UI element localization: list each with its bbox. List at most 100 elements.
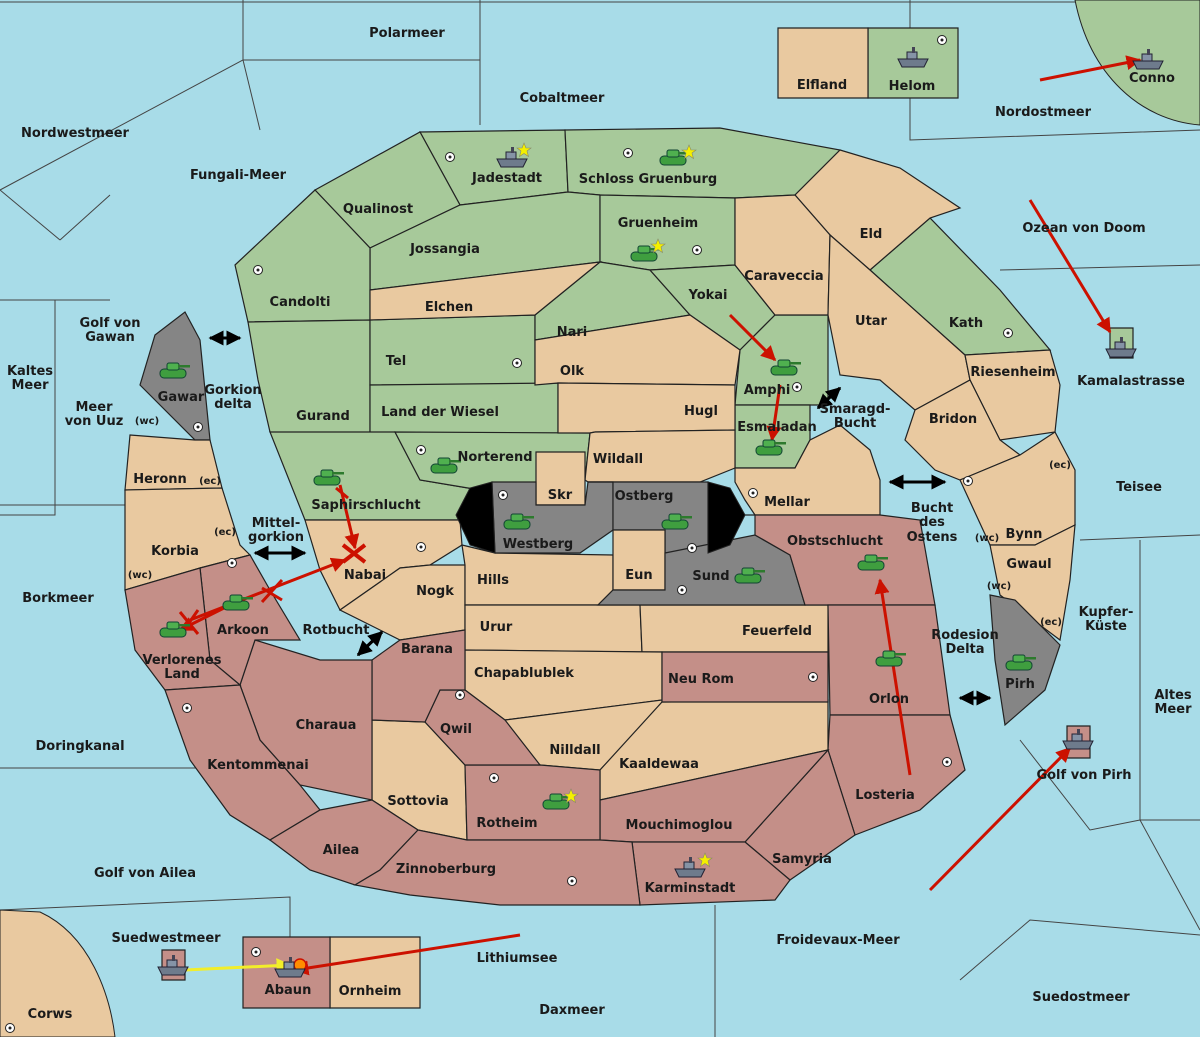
province-label: Abaun [265,983,312,998]
province-gwaul[interactable] [989,523,1076,642]
coast-tag-wc: (wc) [975,533,999,544]
sea-label: delta [214,397,252,412]
province-label: Norterend [457,450,532,465]
province-label: Skr [548,488,573,503]
sea-label: Nordwestmeer [21,126,129,141]
province-label: Olk [560,364,585,379]
province-label: Feuerfeld [742,624,812,639]
province-label: Saphirschlucht [311,498,420,513]
province-label: Barana [401,642,453,657]
sea-label: Meer [12,378,50,393]
province-label: Eld [860,227,883,242]
province-label: Charaua [296,718,357,733]
province-label: Amphi [744,383,791,398]
coast-tag-wc: (wc) [128,570,152,581]
sea-label: Ostens [907,530,958,545]
province-neu-rom[interactable] [661,651,829,703]
sea-label: Kamalastrasse [1077,374,1185,389]
province-label: Bridon [929,412,977,427]
province-label: Wildall [593,452,643,467]
sea-label: Borkmeer [22,591,94,606]
province-label: Gwaul [1006,557,1051,572]
province-label: Nogk [416,584,454,599]
sea-label: des [919,515,945,530]
sea-label: Golf von Pirh [1036,768,1131,783]
province-heronn[interactable] [124,434,223,491]
sea-label: Fungali-Meer [190,168,287,183]
province-label: Sottovia [387,794,448,809]
province-label: Losteria [855,788,915,803]
province-labels: Elfland Helom Jadestadt Schloss Gruenbur… [133,78,1055,999]
province-label: Caraveccia [744,269,823,284]
province-label: Zinnoberburg [396,862,496,877]
province-label: Hugl [684,404,718,419]
province-label: Land [164,667,200,682]
sea-label: Küste [1085,619,1127,634]
sea-label: Bucht [911,501,953,516]
province-label: Neu Rom [668,672,734,687]
sea-label: Smaragd- [820,402,891,417]
sea-label: Delta [945,642,984,657]
province-label: Ailea [323,843,360,858]
sea-label: Suedostmeer [1032,990,1130,1005]
province-zinnoberburg[interactable] [353,829,641,906]
province-label: Land der Wiesel [381,405,499,420]
sea-label: Golf von Ailea [94,866,196,881]
province-label: Gawar [158,390,205,405]
province-label: Jossangia [409,242,480,257]
province-label: Helom [889,79,936,94]
province-label: Pirh [1005,677,1035,692]
sea-label: Golf von [80,316,141,331]
province-label: Qualinost [343,202,413,217]
sea-label: Polarmeer [369,26,445,41]
province-gruenheim[interactable] [599,194,736,271]
province-label: Samyria [772,852,832,867]
province-label: Heronn [133,472,187,487]
province-label: Tel [386,354,406,369]
province-label: Esmaladan [737,420,817,435]
sea-label: gorkion [248,530,304,545]
province-label: Yokai [687,288,727,303]
sea-label: Conno [1129,71,1175,86]
province-west-cap [455,481,496,554]
province-label: Verlorenes [142,653,221,668]
sea-label: Ozean von Doom [1022,221,1145,236]
province-label: Elchen [425,300,473,315]
province-label: Candolti [270,295,331,310]
orders-layer [178,55,1142,976]
province-label: Arkoon [217,623,269,638]
province-label: Kaaldewaa [619,757,699,772]
province-label: Jadestadt [471,171,542,186]
sea-label: Rodesion [931,628,998,643]
province-label: Mellar [764,495,810,510]
province-elfland[interactable] [777,27,869,99]
sea-label: Meer [1155,702,1193,717]
province-label: Hills [477,573,509,588]
coast-tag-wc: (wc) [987,581,1011,592]
sea-label: Nordostmeer [995,105,1092,120]
province-label: Eun [625,568,652,583]
sea-label: Bucht [834,416,876,431]
province-label: Kath [949,316,983,331]
province-label: Urur [480,620,513,635]
sea-label: Gawan [85,330,134,345]
sea-label: Gorkion [204,383,261,398]
sea-label: Corws [28,1007,73,1022]
province-label: Ornheim [339,984,402,999]
province-label: Gurand [296,409,350,424]
sea-label: Doringkanal [35,739,124,754]
province-label: Nari [557,325,588,340]
sea-label: Daxmeer [539,1003,605,1018]
province-schloss-gruenburg[interactable] [564,127,842,199]
province-label: Mouchimoglou [626,818,733,833]
province-label: Obstschlucht [787,534,883,549]
province-label: Nabai [344,568,386,583]
province-elchen[interactable] [369,261,602,321]
province-mellar[interactable] [734,424,881,516]
province-label: Gruenheim [618,216,698,231]
sea-label: Meer [76,400,114,415]
province-tel[interactable] [369,314,536,386]
province-label: Riesenheim [970,365,1055,380]
sea-label: Suedwestmeer [111,931,221,946]
